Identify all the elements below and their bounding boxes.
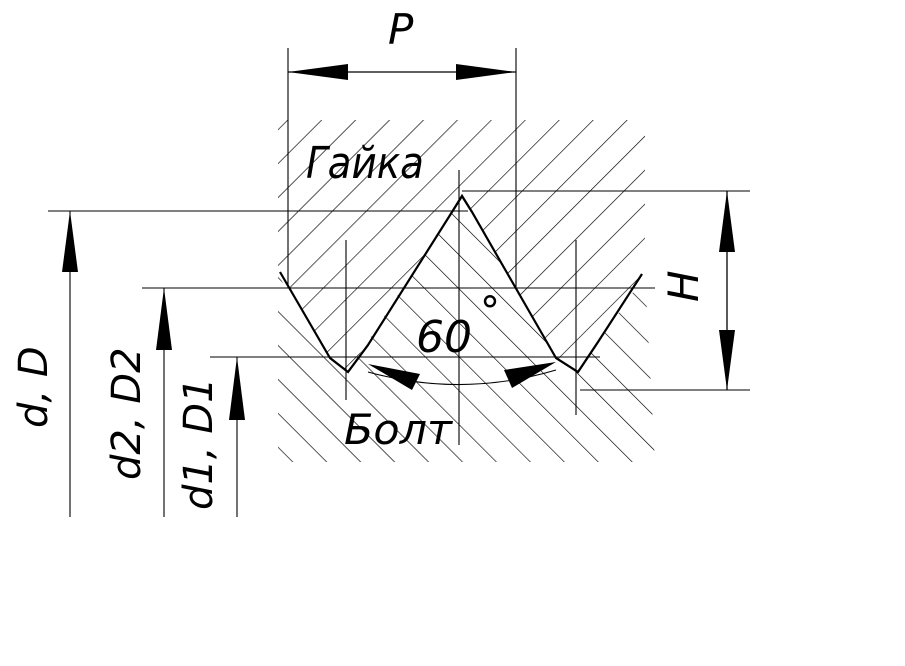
nut-root-left — [329, 344, 369, 374]
height-arrow-top — [719, 191, 735, 252]
dimension-arrows — [62, 64, 735, 420]
angle-label: 60 — [416, 312, 472, 363]
nut-hatch — [278, 120, 645, 372]
bolt-crest-flat — [451, 194, 473, 213]
nut-root-right — [555, 341, 599, 374]
major-diameter-arrow — [62, 211, 78, 272]
pitch-label: P — [388, 5, 414, 54]
angle-arrow-left — [368, 364, 420, 390]
pitch-arrow-right — [456, 64, 516, 80]
angle-arrow-right — [504, 362, 556, 388]
angle-unit-label: ° — [480, 289, 500, 335]
major-diameter-label: d, D — [11, 346, 57, 428]
bolt-label: Болт — [344, 405, 454, 454]
pitch-diameter-arrow — [156, 288, 172, 350]
nut-label: Гайка — [306, 138, 424, 189]
height-arrow-bottom — [719, 330, 735, 390]
pitch-arrow-left — [288, 64, 348, 80]
height-label: H — [659, 270, 708, 302]
minor-diameter-label: d1, D1 — [176, 377, 222, 510]
pitch-diameter-label: d2, D2 — [104, 347, 150, 480]
bolt-hatch — [278, 196, 655, 462]
minor-diameter-arrow — [229, 357, 245, 420]
